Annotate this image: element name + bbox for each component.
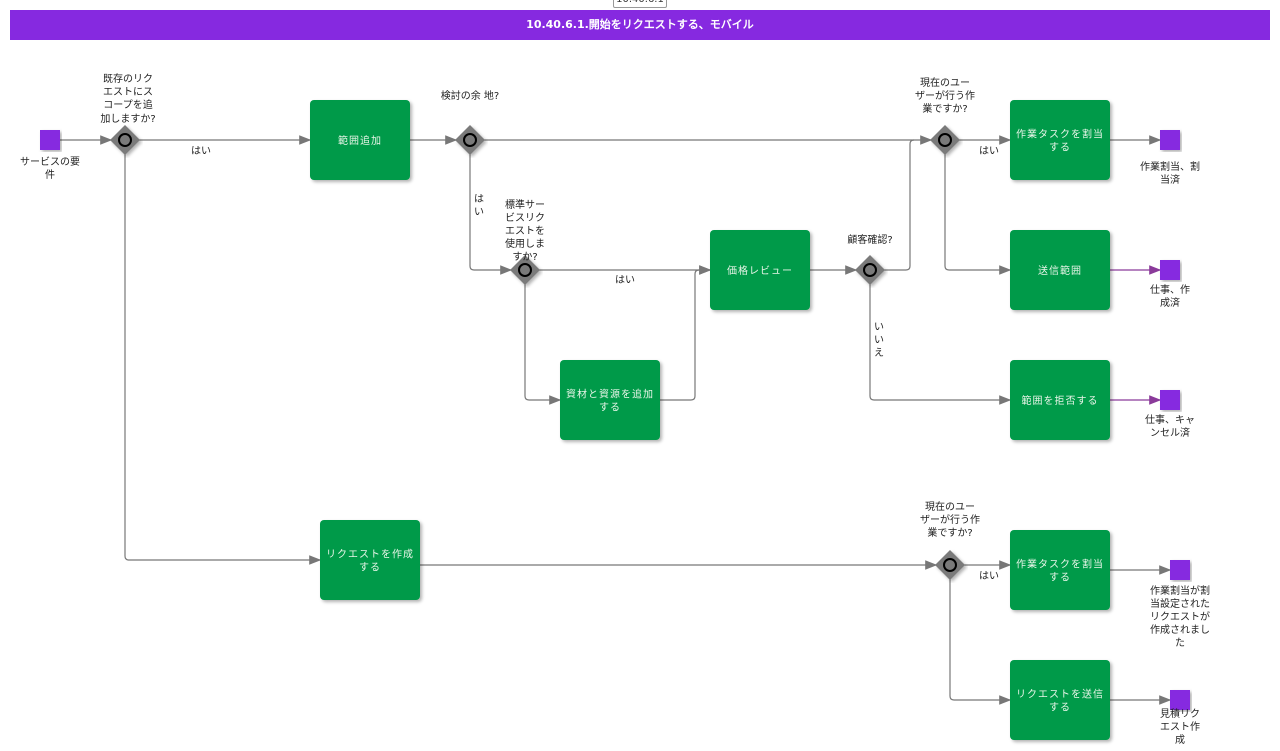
gateway-circle-icon <box>943 558 957 572</box>
task-box <box>1010 530 1110 610</box>
task-create-request[interactable]: リクエストを作成する <box>320 520 420 600</box>
edge-label-yes: はい <box>979 145 999 157</box>
edge <box>869 284 1012 405</box>
gateway-label: 標準サービスリクエストを使用しますか? <box>505 198 545 263</box>
gateway-review-room[interactable] <box>455 125 485 155</box>
task-label: 作業タスクを割当する <box>1016 558 1104 584</box>
task-label: 送信範囲 <box>1038 264 1082 277</box>
edge-label-yes: はい <box>979 570 999 582</box>
task-label: リクエストを送信する <box>1016 688 1104 714</box>
gateway-diamond <box>110 125 140 155</box>
task-send-request[interactable]: リクエストを送信する <box>1010 660 1110 740</box>
end-event-created[interactable] <box>1160 260 1180 280</box>
task-box <box>1010 100 1110 180</box>
task-label: 作業タスクを割当する <box>1016 128 1104 154</box>
gateway-add-scope[interactable] <box>110 125 140 155</box>
gateway-label: 現在のユーザーが行う作業ですか? <box>920 501 980 539</box>
edge <box>944 154 1012 275</box>
task-add-scope[interactable]: 範囲追加 <box>310 100 410 180</box>
gateway-circle-icon <box>518 263 532 277</box>
tasks: 範囲追加価格レビュー資材と資源を追加する作業タスクを割当する送信範囲範囲を拒否す… <box>310 100 1110 740</box>
gateway-circle-icon <box>463 133 477 147</box>
gateway-diamond <box>930 125 960 155</box>
edge <box>884 139 915 271</box>
end-event-label: 仕事、作成済 <box>1150 283 1190 309</box>
gateway-label: 顧客確認? <box>847 233 892 246</box>
gateway-diamond <box>855 255 885 285</box>
edges <box>60 135 1172 705</box>
gateway-circle-icon <box>938 133 952 147</box>
edge-label-yes: はい <box>615 274 635 286</box>
end-event-label: 仕事、キャンセル済 <box>1145 413 1195 439</box>
edge <box>949 579 1012 705</box>
end-event-label: 作業割当、割当済 <box>1140 160 1200 186</box>
task-box <box>1010 660 1110 740</box>
task-add-materials[interactable]: 資材と資源を追加する <box>560 360 660 440</box>
end-events: 作業割当、割当済 仕事、作成済 仕事、キャンセル済 作業割当が割当設定されたリク… <box>1140 130 1210 746</box>
gateway-current-user-2[interactable] <box>935 550 965 580</box>
end-event-assigned[interactable] <box>1160 130 1180 150</box>
start-event[interactable] <box>40 130 60 150</box>
task-send-scope[interactable]: 送信範囲 <box>1010 230 1110 310</box>
task-box <box>560 360 660 440</box>
gateway-customer-confirm[interactable] <box>855 255 885 285</box>
task-label: リクエストを作成する <box>326 549 414 574</box>
task-box <box>1010 230 1110 310</box>
gateway-diamond <box>510 255 540 285</box>
task-label: 資材と資源を追加する <box>566 388 654 414</box>
task-assign-task-2[interactable]: 作業タスクを割当する <box>1010 530 1110 610</box>
task-box <box>1010 360 1110 440</box>
gateway-standard-request[interactable] <box>510 255 540 285</box>
gateway-circle-icon <box>863 263 877 277</box>
edge <box>124 154 322 565</box>
edge-label-no: いいえ <box>874 322 884 359</box>
gateway-circle-icon <box>118 133 132 147</box>
end-event-quote-created[interactable] <box>1170 690 1190 710</box>
end-event-label: 見積リクエスト作成 <box>1160 707 1200 746</box>
gateway-label: 既存のリクエストにスコープを追加しますか? <box>100 72 155 125</box>
end-event-request-assigned[interactable] <box>1170 560 1190 580</box>
task-box <box>310 100 410 180</box>
task-reject-scope[interactable]: 範囲を拒否する <box>1010 360 1110 440</box>
gateways <box>110 125 965 580</box>
edge-label-yes: はい <box>474 193 484 218</box>
task-label: 価格レビュー <box>727 264 793 277</box>
edge <box>469 154 513 275</box>
gateway-label: 現在のユーザーが行う作業ですか? <box>915 77 975 115</box>
diagram-title: 10.40.6.1.開始をリクエストする、モバイル <box>10 10 1270 40</box>
edge <box>524 284 562 405</box>
task-label: 範囲追加 <box>338 134 382 147</box>
task-assign-task-1[interactable]: 作業タスクを割当する <box>1010 100 1110 180</box>
gateway-diamond <box>935 550 965 580</box>
task-price-review[interactable]: 価格レビュー <box>710 230 810 310</box>
edge <box>660 265 712 401</box>
edge-label-yes: はい <box>191 145 211 157</box>
task-box <box>710 230 810 310</box>
task-box <box>320 520 420 600</box>
end-event-label: 作業割当が割当設定されたリクエストが作成されました <box>1150 584 1210 649</box>
tooltip: 10.40.6.1 <box>613 0 667 8</box>
end-event-cancelled[interactable] <box>1160 390 1180 410</box>
task-label: 範囲を拒否する <box>1022 394 1099 407</box>
gateway-current-user-1[interactable] <box>930 125 960 155</box>
start-event-label: サービスの要件 <box>20 156 80 181</box>
gateway-diamond <box>455 125 485 155</box>
gateway-label: 検討の余 地? <box>441 89 500 102</box>
